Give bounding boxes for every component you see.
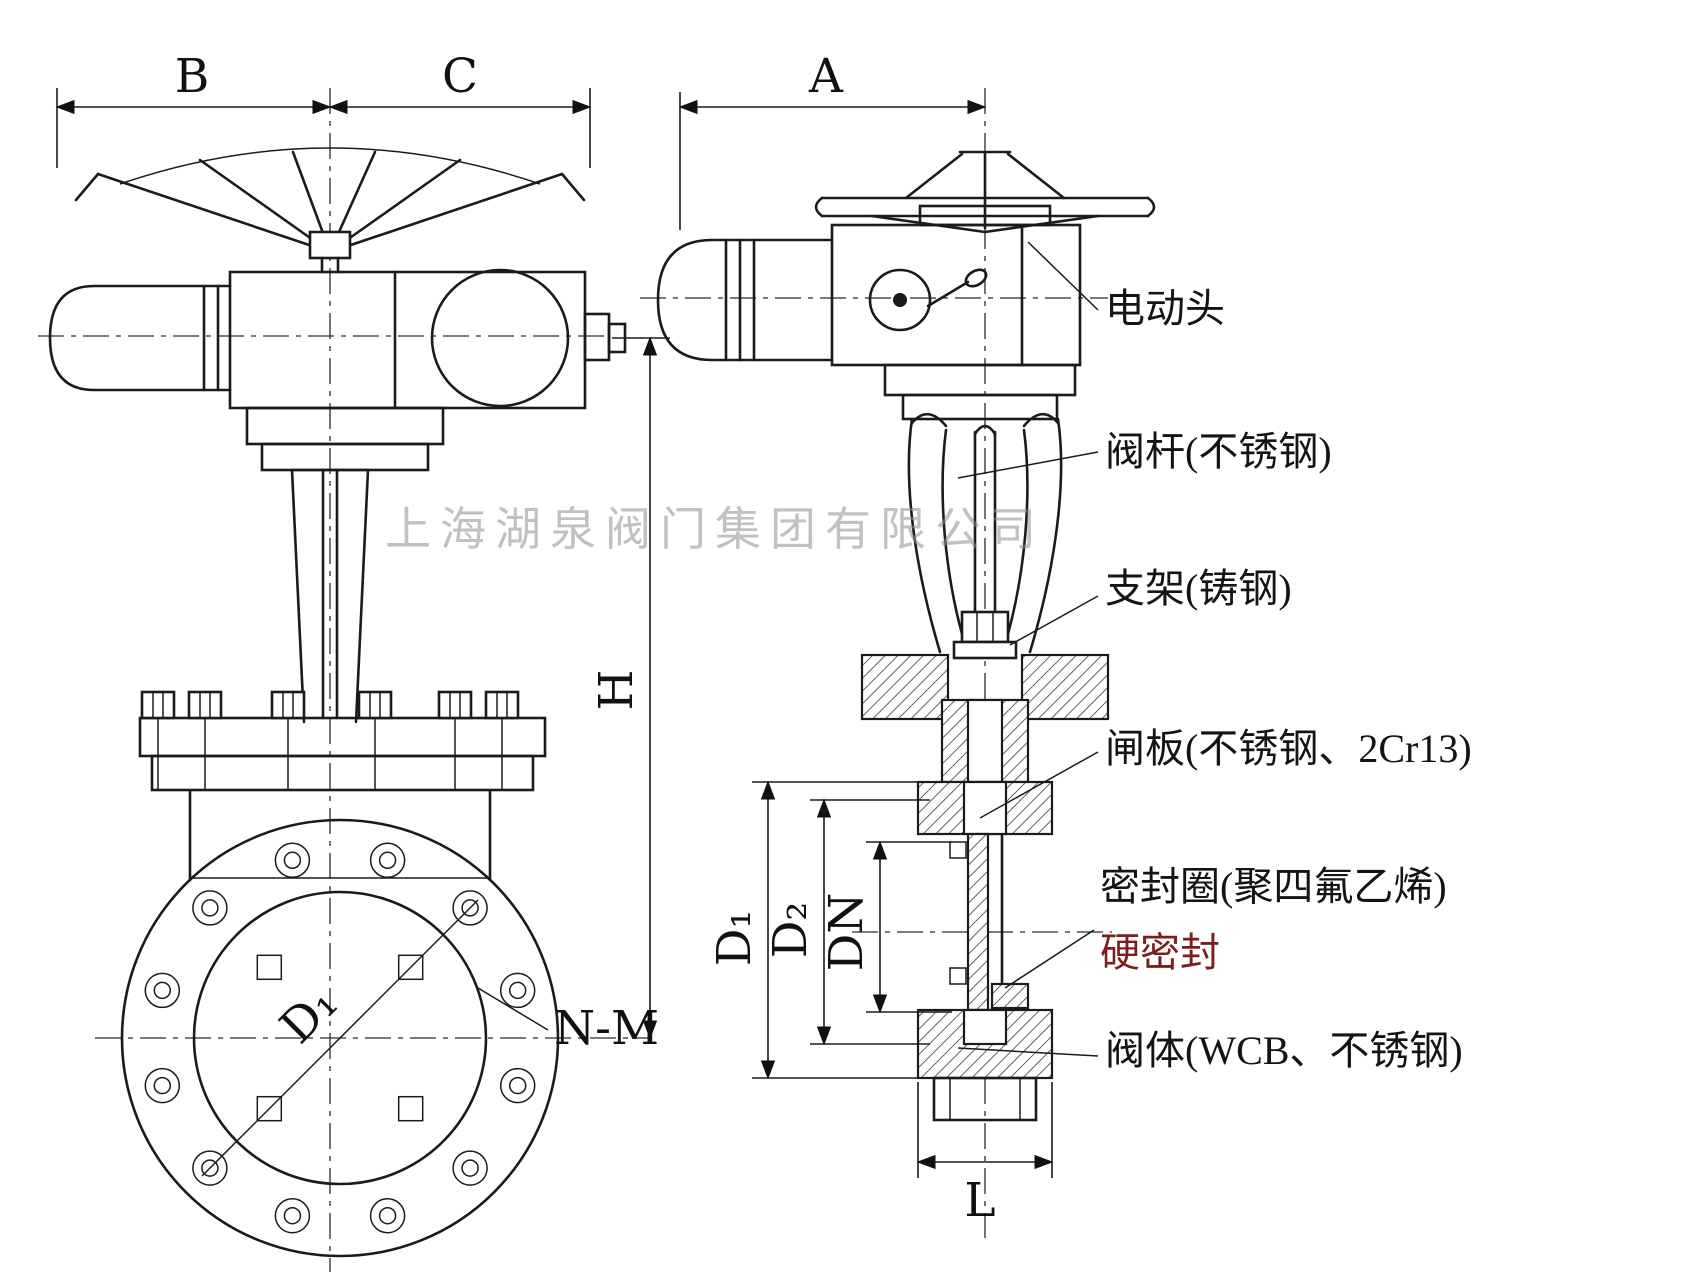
dimension-h: H [589, 336, 670, 1040]
flange-bolts [144, 842, 536, 1234]
actuator-side [656, 204, 1082, 421]
dim-label-b: B [175, 49, 210, 104]
label-gate: 闸板(不锈钢、2Cr13) [1105, 726, 1472, 771]
dim-label-l: L [964, 1173, 995, 1228]
dim-label-a: A [808, 49, 844, 104]
label-stem: 阀杆(不锈钢) [1105, 429, 1332, 474]
dimension-c: C [328, 49, 592, 115]
front-view: D₁ B C H N-M [48, 49, 670, 1258]
dim-label-d1: D₁ [707, 910, 762, 967]
label-actuator: 电动头 [1105, 286, 1225, 331]
bracket-side [860, 653, 1110, 784]
handwheel-front [74, 147, 586, 274]
side-view: A D₁ D₂ DN L [656, 49, 1156, 1228]
dim-label-dn: DN [819, 893, 874, 972]
dim-label-nm: N-M [554, 1001, 659, 1056]
bonnet-flange [138, 690, 547, 882]
dim-label-h: H [589, 670, 644, 711]
dimension-d1: D₁ [707, 780, 930, 1080]
handwheel-side [814, 150, 1156, 234]
part-labels: 电动头 阀杆(不锈钢) 支架(铸钢) 闸板(不锈钢、2Cr13) 密封圈(聚四氟… [957, 241, 1472, 1073]
yoke-side [907, 412, 1063, 660]
watermark-text: 上海湖泉阀门集团有限公司 [385, 504, 1045, 555]
dimension-d2: D₂ [763, 798, 930, 1046]
bonnet-bolts [140, 690, 520, 720]
dim-label-d2: D₂ [763, 902, 818, 959]
dimension-dn: DN [819, 840, 952, 1014]
yoke-front [290, 468, 370, 724]
dim-label-d1-flange: D₁ [270, 976, 349, 1055]
label-seal-line1: 密封圈(聚四氟乙烯) [1100, 864, 1447, 909]
dimension-nm: N-M [477, 987, 659, 1056]
dimension-l: L [916, 1082, 1054, 1228]
dimension-a: A [678, 49, 987, 230]
dim-label-c: C [442, 49, 478, 104]
centerlines [38, 88, 1112, 1272]
valve-body-side [916, 780, 1054, 1122]
dimension-b: B [55, 49, 591, 168]
gate-guide-marks [256, 954, 424, 1122]
actuator-front [48, 268, 627, 472]
label-seal-line2: 硬密封 [1100, 930, 1220, 975]
label-body: 阀体(WCB、不锈钢) [1105, 1028, 1463, 1073]
label-bracket: 支架(铸钢) [1105, 566, 1292, 611]
